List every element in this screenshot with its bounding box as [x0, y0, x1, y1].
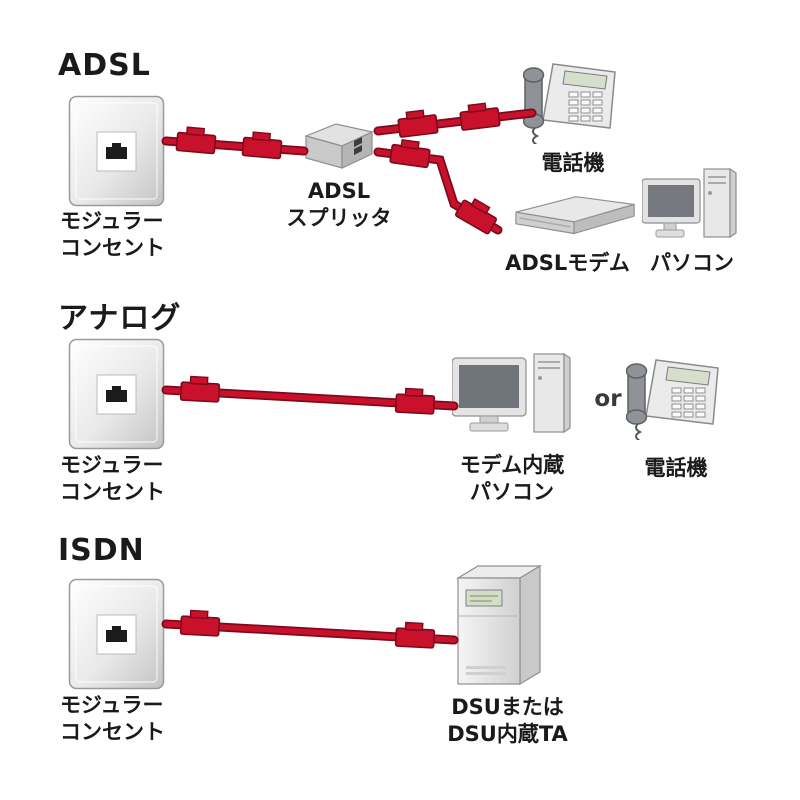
- splitter-label-line2: スプリッタ: [286, 206, 392, 230]
- cable-isdn-outlet-to-dsu: [161, 609, 459, 649]
- splitter-label: ADSL スプリッタ: [283, 178, 395, 232]
- outlet-label-line1: モジュラー: [60, 209, 164, 233]
- modem-label: ADSLモデム: [505, 251, 630, 275]
- adsl-modem-icon: [512, 192, 638, 244]
- outlet-label-line1: モジュラー: [60, 453, 164, 477]
- outlet-label-isdn: モジュラー コンセント: [60, 692, 165, 746]
- modem-pc-label: モデム内蔵 パソコン: [452, 452, 572, 506]
- wall-outlet-icon-adsl: [68, 95, 165, 207]
- section-heading-analog: アナログ: [58, 301, 182, 336]
- section-heading-isdn: ISDN: [58, 533, 145, 568]
- outlet-label-line2: コンセント: [60, 480, 165, 504]
- splitter-label-line1: ADSL: [307, 179, 371, 203]
- dsu-label: DSUまたは DSU内蔵TA: [430, 694, 585, 748]
- modem-pc-label-line2: パソコン: [470, 480, 554, 504]
- outlet-label-analog: モジュラー コンセント: [60, 452, 165, 506]
- phone-label-adsl: 電話機: [541, 151, 605, 175]
- dsu-label-line2: DSU内蔵TA: [447, 722, 568, 746]
- telephone-icon-adsl: [523, 60, 623, 144]
- outlet-label-line2: コンセント: [60, 236, 165, 260]
- dsu-tower-icon: [452, 560, 560, 690]
- outlet-label-line1: モジュラー: [60, 693, 164, 717]
- pc-label-adsl: パソコン: [650, 251, 734, 275]
- cable-splitter-to-phone: [373, 100, 537, 139]
- modem-pc-label-line1: モデム内蔵: [459, 453, 565, 477]
- section-heading-adsl: ADSL: [58, 48, 151, 83]
- or-label: or: [594, 386, 622, 412]
- cable-analog-outlet-to-pc: [161, 375, 459, 415]
- wall-outlet-icon-isdn: [68, 578, 165, 690]
- wall-outlet-icon-analog: [68, 338, 165, 450]
- cable-splitter-to-modem: [373, 137, 503, 236]
- outlet-label-adsl: モジュラー コンセント: [60, 208, 165, 262]
- modem-pc-icon: [452, 352, 572, 444]
- desktop-pc-icon-adsl: [642, 165, 742, 249]
- cable-adsl-outlet-to-splitter: [161, 125, 309, 160]
- phone-label-analog: 電話機: [644, 456, 708, 480]
- outlet-label-line2: コンセント: [60, 720, 165, 744]
- telephone-icon-analog: [626, 356, 726, 440]
- adsl-splitter-icon: [300, 116, 378, 174]
- dsu-label-line1: DSUまたは: [451, 695, 564, 719]
